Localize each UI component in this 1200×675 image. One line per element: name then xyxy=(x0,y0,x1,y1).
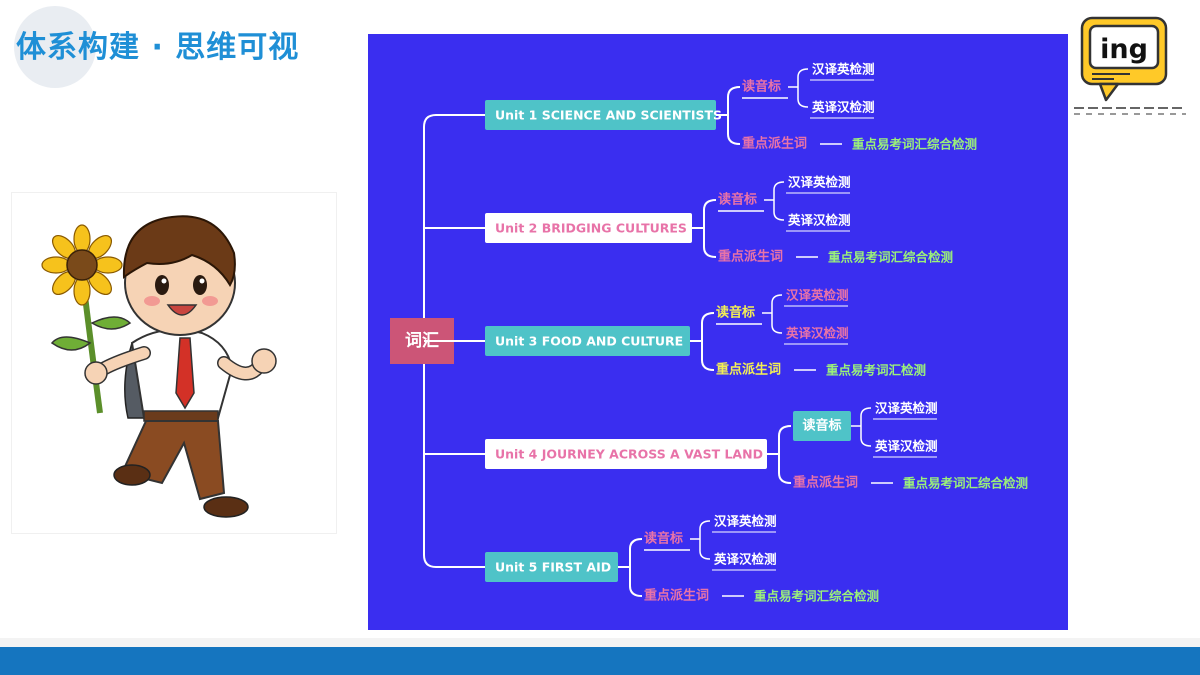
footer-bar xyxy=(0,647,1200,675)
deriv-label: 重点派生词 xyxy=(718,249,783,265)
unit-node xyxy=(485,552,618,582)
root-label: 词汇 xyxy=(405,331,439,351)
leaf-label: 汉译英检测 xyxy=(714,514,777,529)
leaf-label: 英译汉检测 xyxy=(786,326,849,341)
ing-badge: ing xyxy=(1074,16,1186,115)
page-title: 体系构建 · 思维可视 xyxy=(16,30,300,65)
illustration-frame xyxy=(11,192,337,534)
unit-label: Unit 5 FIRST AID xyxy=(495,560,611,575)
sub-label: 读音标 xyxy=(802,418,841,434)
test-label: 重点易考词汇综合检测 xyxy=(754,589,879,604)
leaf-label: 英译汉检测 xyxy=(812,100,875,115)
leaf-label: 英译汉检测 xyxy=(875,439,938,454)
deriv-label: 重点派生词 xyxy=(742,136,807,152)
unit-label: Unit 4 JOURNEY ACROSS A VAST LAND xyxy=(495,447,763,462)
unit-node xyxy=(485,100,716,130)
leaf-label: 汉译英检测 xyxy=(786,288,849,303)
leaf-label: 英译汉检测 xyxy=(788,213,851,228)
leaf-branch-line xyxy=(773,181,785,221)
sub-label: 读音标 xyxy=(644,531,683,547)
unit-branch-line xyxy=(701,312,715,371)
unit-node xyxy=(485,439,767,469)
boy-with-sunflower-illustration xyxy=(41,215,277,518)
test-label: 重点易考词汇综合检测 xyxy=(903,476,1028,491)
footer-strip xyxy=(0,638,1200,647)
test-label: 重点易考词汇综合检测 xyxy=(852,137,977,152)
deriv-label: 重点派生词 xyxy=(793,475,858,491)
unit-branch-line xyxy=(778,425,792,484)
leaf-branch-line xyxy=(860,407,872,447)
leaf-label: 英译汉检测 xyxy=(714,552,777,567)
unit-branch-line xyxy=(727,86,741,145)
title-decoration xyxy=(14,6,96,88)
unit-node xyxy=(485,326,690,356)
unit-label: Unit 2 BRIDGING CULTURES xyxy=(495,221,687,236)
test-label: 重点易考词汇综合检测 xyxy=(828,250,953,265)
sub-node xyxy=(793,411,851,441)
unit-branch-line xyxy=(629,538,643,597)
sub-label: 读音标 xyxy=(742,79,781,95)
leaf-label: 汉译英检测 xyxy=(812,62,875,77)
ing-badge-text: ing xyxy=(1100,34,1148,65)
sub-label: 读音标 xyxy=(716,305,755,321)
unit-label: Unit 1 SCIENCE AND SCIENTISTS xyxy=(495,108,722,123)
deriv-label: 重点派生词 xyxy=(716,362,781,378)
leaf-label: 汉译英检测 xyxy=(788,175,851,190)
leaf-branch-line xyxy=(797,68,809,108)
sub-label: 读音标 xyxy=(718,192,757,208)
unit-label: Unit 3 FOOD AND CULTURE xyxy=(495,334,683,349)
leaf-label: 汉译英检测 xyxy=(875,401,938,416)
unit-branch-line xyxy=(703,199,717,258)
unit-node xyxy=(485,213,692,243)
deriv-label: 重点派生词 xyxy=(644,588,709,604)
test-label: 重点易考词汇检测 xyxy=(826,363,926,378)
leaf-branch-line xyxy=(699,520,711,560)
leaf-branch-line xyxy=(771,294,783,334)
